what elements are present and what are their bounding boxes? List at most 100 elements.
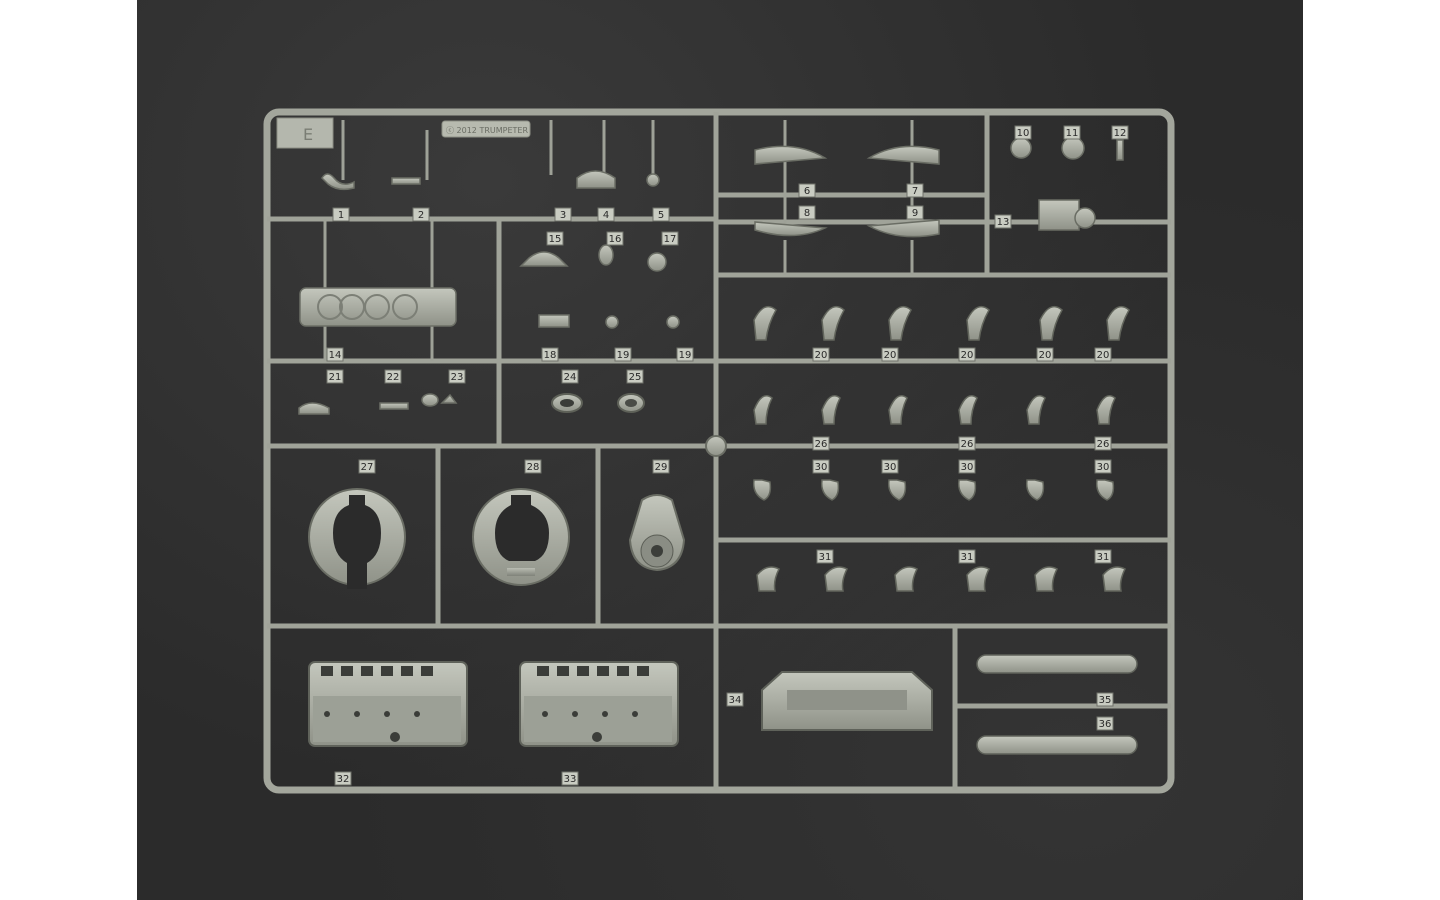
part-number-label: 30 — [815, 462, 828, 473]
part-number-label: 9 — [912, 208, 918, 219]
part-number-label: 12 — [1114, 128, 1127, 139]
part-number-label: 11 — [1066, 128, 1079, 139]
part-number-label: 8 — [804, 208, 810, 219]
part-number-tag: 20 — [958, 347, 976, 362]
part-number-tag: 8 — [798, 205, 816, 220]
parts-10-13 — [1010, 136, 1124, 231]
part-number-label: 31 — [1097, 552, 1110, 563]
part-number-tag: 29 — [652, 459, 670, 474]
part-number-tag: 20 — [812, 347, 830, 362]
parts-6-9 — [754, 145, 940, 238]
part-number-tag: 30 — [812, 459, 830, 474]
part-number-label: 26 — [961, 439, 974, 450]
part-group-top-left — [298, 170, 680, 415]
part-number-label: 20 — [815, 350, 828, 361]
part-number-tag: 4 — [597, 207, 615, 222]
part-29 — [628, 494, 686, 572]
part-number-tag: 26 — [958, 436, 976, 451]
part-number-label: 31 — [819, 552, 832, 563]
brand-plate-label: ⓒ 2012 TRUMPETER — [446, 126, 528, 135]
part-number-label: 30 — [884, 462, 897, 473]
part-14-panel — [299, 287, 457, 327]
part-number-tag: 9 — [906, 205, 924, 220]
part-number-tag: 3 — [554, 207, 572, 222]
part-number-label: 25 — [629, 372, 642, 383]
corner-tag — [276, 117, 334, 149]
part-number-label: 17 — [664, 234, 677, 245]
part-number-tag: 11 — [1063, 125, 1081, 140]
part-number-tag: 36 — [1096, 716, 1114, 731]
part-number-tag: 18 — [541, 347, 559, 362]
part-number-label: 24 — [564, 372, 577, 383]
part-number-label: 34 — [729, 695, 742, 706]
part-34 — [761, 671, 933, 731]
part-number-tag: 24 — [561, 369, 579, 384]
part-27 — [308, 488, 406, 589]
part-number-label: 22 — [387, 372, 400, 383]
part-number-label: 7 — [912, 186, 918, 197]
part-number-tag: 17 — [661, 231, 679, 246]
part-number-label: 18 — [544, 350, 557, 361]
part-number-tag: 27 — [358, 459, 376, 474]
part-number-tag: 31 — [816, 549, 834, 564]
part-number-label: 20 — [961, 350, 974, 361]
part-number-label: 33 — [564, 774, 577, 785]
part-number-tag: 20 — [1094, 347, 1112, 362]
sprue-frame: E ⓒ 2012 TRUMPETER — [263, 108, 1175, 794]
parts-exhaust-rows — [752, 305, 1130, 592]
part-number-tag: 33 — [561, 771, 579, 786]
part-number-tag: 19 — [676, 347, 694, 362]
part-number-tag: 25 — [626, 369, 644, 384]
part-number-tag: 28 — [524, 459, 542, 474]
part-number-label: 29 — [655, 462, 668, 473]
corner-tag-label: E — [303, 125, 313, 144]
part-number-label: 5 — [658, 210, 664, 221]
part-28 — [472, 488, 570, 586]
part-number-label: 21 — [329, 372, 342, 383]
frame-outer — [263, 108, 1175, 794]
part-number-label: 1 — [338, 210, 344, 221]
part-number-label: 20 — [1039, 350, 1052, 361]
brand-plate — [441, 120, 531, 138]
part-number-label: 36 — [1099, 719, 1112, 730]
part-number-tag: 30 — [881, 459, 899, 474]
part-number-label: 4 — [603, 210, 609, 221]
part-number-tag: 19 — [614, 347, 632, 362]
part-number-tag: 20 — [1036, 347, 1054, 362]
part-number-label: 31 — [961, 552, 974, 563]
part-number-tag: 22 — [384, 369, 402, 384]
part-number-label: 20 — [884, 350, 897, 361]
part-number-tag: 31 — [958, 549, 976, 564]
part-number-label: 19 — [617, 350, 630, 361]
part-number-tag: 26 — [1094, 436, 1112, 451]
part-32-engine-block — [308, 661, 468, 747]
part-number-tag: 6 — [798, 183, 816, 198]
part-number-tag: 7 — [906, 183, 924, 198]
part-number-tag: 26 — [812, 436, 830, 451]
part-number-tag: 2 — [412, 207, 430, 222]
part-number-label: 3 — [560, 210, 566, 221]
part-number-label: 2 — [418, 210, 424, 221]
part-number-tag: 12 — [1111, 125, 1129, 140]
part-number-label: 30 — [961, 462, 974, 473]
part-number-label: 28 — [527, 462, 540, 473]
part-number-tag: 13 — [994, 214, 1012, 229]
part-number-label: 32 — [337, 774, 350, 785]
part-number-tag: 32 — [334, 771, 352, 786]
part-number-label: 23 — [451, 372, 464, 383]
photo-background: E ⓒ 2012 TRUMPETER — [137, 0, 1303, 900]
part-number-tag: 31 — [1094, 549, 1112, 564]
part-number-tag: 10 — [1014, 125, 1032, 140]
part-number-tag: 21 — [326, 369, 344, 384]
part-number-tag: 30 — [1094, 459, 1112, 474]
part-number-label: 26 — [815, 439, 828, 450]
gates — [323, 120, 914, 361]
part-number-tag: 23 — [448, 369, 466, 384]
part-number-tag: 1 — [332, 207, 350, 222]
part-number-tag: 20 — [881, 347, 899, 362]
part-33-engine-block — [519, 661, 679, 747]
part-number-tag: 5 — [652, 207, 670, 222]
part-number-label: 19 — [679, 350, 692, 361]
part-number-label: 35 — [1099, 695, 1112, 706]
part-number-tag: 34 — [726, 692, 744, 707]
